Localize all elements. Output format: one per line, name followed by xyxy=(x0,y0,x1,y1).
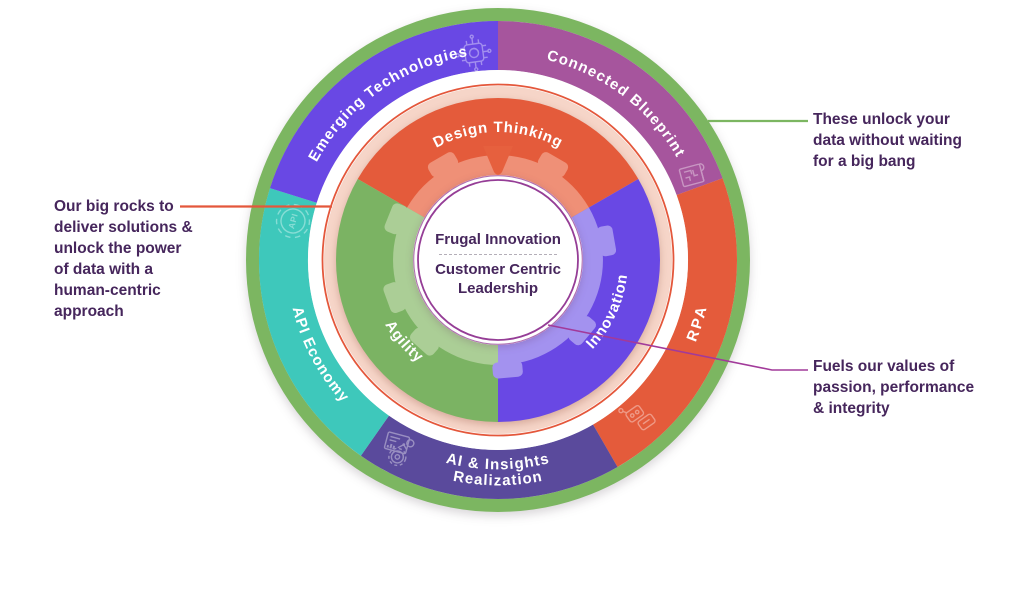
cog-tooth xyxy=(492,360,523,379)
annotation-bottom-right: Fuels our values of passion, performance… xyxy=(813,358,975,417)
tint-band-design-thinking xyxy=(407,155,589,218)
api-gear-icon-text: API xyxy=(286,212,300,230)
center-divider xyxy=(439,254,557,255)
cog-tooth xyxy=(409,327,439,356)
design-thinking-pointer-notch xyxy=(483,146,513,175)
annotation-top-right: These unlock your data without waiting f… xyxy=(813,111,962,170)
cog-tooth xyxy=(383,282,406,314)
chip-brain-icon xyxy=(455,34,492,72)
label-ai-insights-line1: AI & Insights xyxy=(445,450,552,473)
segment-connected-blueprint xyxy=(498,21,723,195)
green-border-ring xyxy=(246,8,750,512)
segment-emerging-tech xyxy=(270,21,498,203)
accent-ring xyxy=(321,83,675,437)
center-circle xyxy=(413,175,583,345)
cog-tooth xyxy=(427,152,459,178)
api-gear-icon: API xyxy=(275,203,311,239)
annotation-left: Our big rocks to deliver solutions & unl… xyxy=(54,198,193,320)
center-outer-border xyxy=(413,175,583,345)
cog-tooth xyxy=(568,316,597,346)
analytics-icon xyxy=(383,431,415,467)
center-title: Frugal Innovation xyxy=(435,231,561,248)
cog-tooth xyxy=(384,203,408,235)
connector-line-bottom-right xyxy=(547,324,808,371)
center-inner-border xyxy=(417,179,579,341)
segment-ai-insights xyxy=(360,415,618,499)
cog-tooth xyxy=(596,225,617,257)
label-ai-insights-line2: Realization xyxy=(452,468,544,489)
segment-rpa xyxy=(593,178,738,468)
tint-band-agility xyxy=(393,207,498,365)
robot-icon xyxy=(618,404,656,431)
peach-ring xyxy=(324,86,672,434)
center-subtitle: Customer Centric Leadership xyxy=(435,261,561,297)
center-disc xyxy=(413,175,583,345)
segment-api-economy xyxy=(258,188,389,456)
cog-tooth xyxy=(537,152,569,178)
center-text-block: Frugal Innovation Customer Centric Leade… xyxy=(418,230,578,298)
blueprint-icon xyxy=(678,163,705,188)
